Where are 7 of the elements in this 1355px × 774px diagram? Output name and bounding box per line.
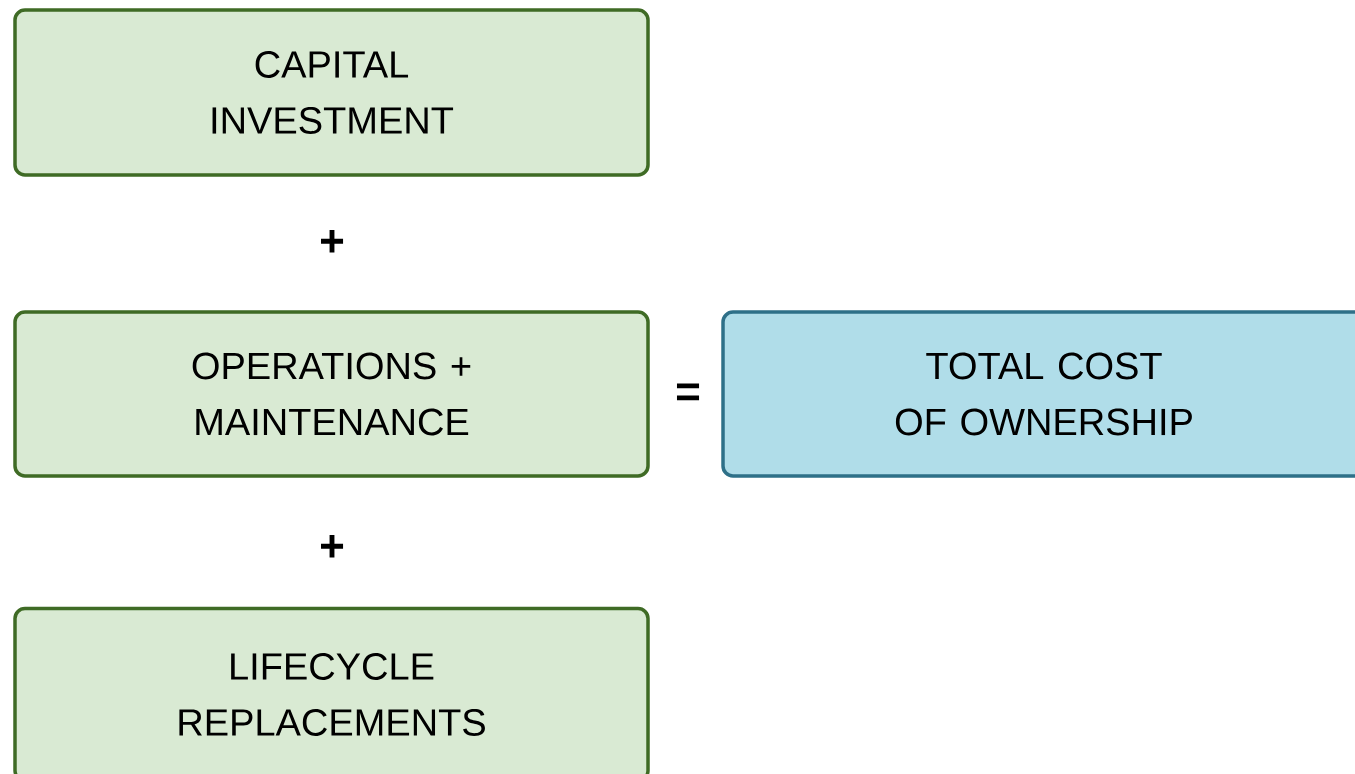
cost-box: OPERATIONS + MAINTENANCE <box>13 310 650 478</box>
cost-box: TOTAL COST OF OWNERSHIP <box>721 310 1355 478</box>
operator-sign: + <box>321 535 344 558</box>
operator-sign: + <box>321 230 344 253</box>
operator-sign: = <box>677 383 700 401</box>
cost-box: CAPITAL INVESTMENT <box>13 8 650 177</box>
cost-box: LIFECYCLE REPLACEMENTS <box>13 606 650 774</box>
